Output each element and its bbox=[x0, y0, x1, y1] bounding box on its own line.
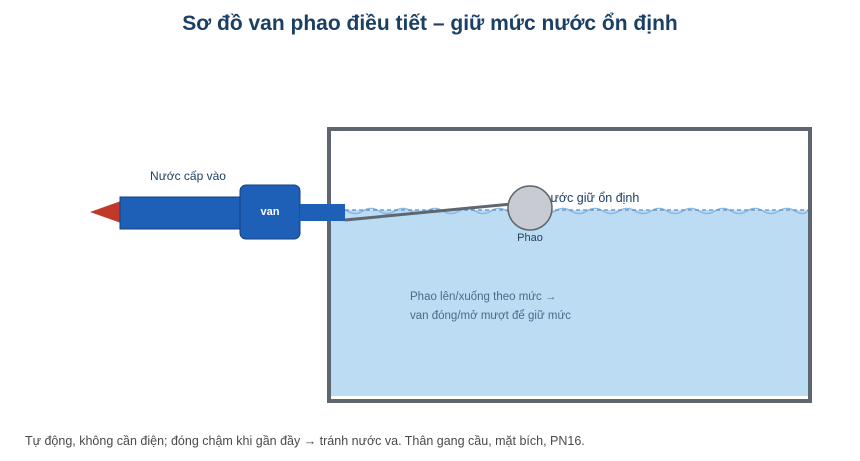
inlet-arrow bbox=[90, 201, 121, 223]
valve-label: van bbox=[261, 206, 280, 218]
tank bbox=[327, 127, 812, 403]
diagram-title: Sơ đồ van phao điều tiết – giữ mức nước … bbox=[182, 12, 678, 35]
float-ball bbox=[507, 185, 553, 231]
water-surface-wave bbox=[330, 207, 809, 215]
tank-water bbox=[331, 210, 808, 396]
inlet-pipe bbox=[119, 196, 243, 230]
float-label: Phao bbox=[517, 232, 543, 244]
outlet-pipe bbox=[300, 204, 345, 221]
note-line-1: Phao lên/xuống theo mức → bbox=[410, 291, 556, 303]
float-lever bbox=[344, 202, 513, 222]
note-line-2: van đóng/mở mượt để giữ mức bbox=[410, 310, 571, 322]
inlet-label: Nước cấp vào bbox=[150, 169, 226, 183]
caption: Tự động, không cần điện; đóng chậm khi g… bbox=[25, 434, 585, 448]
